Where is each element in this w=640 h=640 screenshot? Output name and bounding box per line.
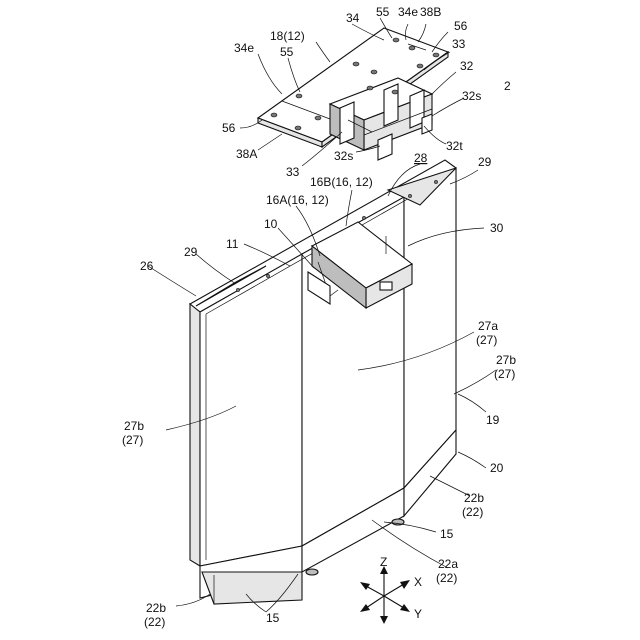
label-34e-b: 34e (234, 41, 254, 55)
label-32t: 32t (446, 139, 463, 153)
label-32s-b: 32s (334, 149, 353, 163)
label-22a-paren: (22) (436, 571, 457, 585)
label-34e: 34e (398, 5, 418, 19)
label-27b-right-paren: (27) (494, 367, 515, 381)
label-29-b: 29 (184, 245, 198, 259)
label-38A: 38A (236, 147, 257, 161)
label-22b-right: 22b (464, 491, 484, 505)
axis-indicator (360, 566, 410, 624)
label-33: 33 (452, 37, 466, 51)
label-22a: 22a (438, 557, 458, 571)
label-38B: 38B (420, 5, 441, 19)
label-56-b: 56 (222, 121, 236, 135)
label-19: 19 (486, 413, 500, 427)
display-body (190, 160, 456, 604)
label-15: 15 (440, 527, 454, 541)
label-30: 30 (490, 221, 504, 235)
label-16A: 16A(16, 12) (266, 193, 329, 207)
label-20: 20 (490, 461, 504, 475)
label-18: 18(12) (270, 29, 305, 43)
label-33-b: 33 (286, 165, 300, 179)
label-22b-right-paren: (22) (462, 505, 483, 519)
label-32s: 32s (462, 89, 481, 103)
axis-z-label: Z (380, 555, 387, 569)
label-55-b: 55 (280, 45, 294, 59)
label-10: 10 (264, 217, 278, 231)
label-27a-paren: (27) (476, 333, 497, 347)
label-56: 56 (454, 19, 468, 33)
label-22b-left: 22b (146, 601, 166, 615)
axis-y-label: Y (414, 607, 422, 621)
label-22b-left-paren: (22) (144, 615, 165, 629)
label-15-b: 15 (266, 611, 280, 625)
label-34: 34 (346, 11, 360, 25)
label-27b-right: 27b (496, 353, 516, 367)
label-26: 26 (140, 259, 154, 273)
axis-x-label: X (414, 575, 422, 589)
label-27a: 27a (478, 319, 498, 333)
label-27b-left-paren: (27) (122, 433, 143, 447)
label-29: 29 (478, 155, 492, 169)
label-11: 11 (226, 237, 239, 251)
label-27b-left: 27b (124, 419, 144, 433)
label-28: 28 (414, 151, 428, 165)
label-32: 32 (460, 59, 474, 73)
label-55: 55 (376, 5, 390, 19)
label-2: 2 (504, 79, 511, 93)
label-16B: 16B(16, 12) (310, 175, 373, 189)
